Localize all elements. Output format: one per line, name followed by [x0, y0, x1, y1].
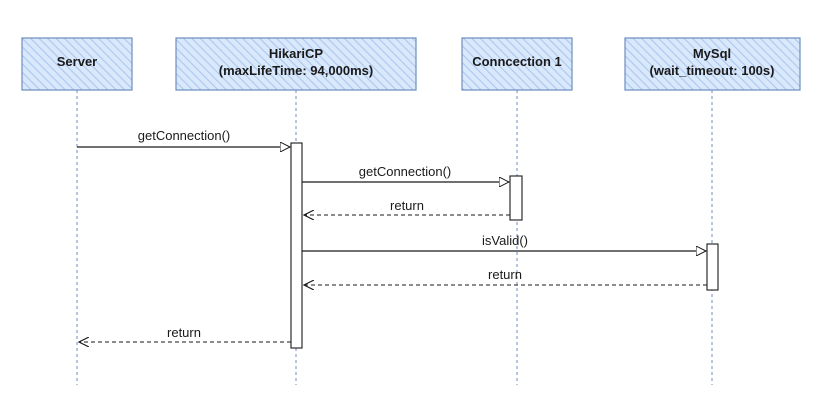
message-label: getConnection()	[359, 164, 452, 179]
participant-box	[175, 37, 417, 91]
participant-mysql: MySql (wait_timeout: 100s)	[624, 37, 801, 385]
participant-sublabel: (wait_timeout: 100s)	[650, 63, 775, 78]
message-mysql-return: return	[304, 267, 707, 285]
participant-box	[624, 37, 801, 91]
activation-bar-hikaricp	[290, 142, 303, 349]
message-connection1-return: return	[304, 198, 510, 215]
message-hikaricp-to-mysql: isValid()	[302, 233, 706, 251]
participant-hikaricp: HikariCP (maxLifeTime: 94,000ms)	[175, 37, 417, 385]
message-label: isValid()	[482, 233, 528, 248]
participant-label: Server	[57, 54, 97, 69]
message-server-to-hikaricp: getConnection()	[77, 128, 290, 147]
participant-label: HikariCP	[269, 46, 324, 61]
activation-bar-connection1	[509, 175, 523, 221]
message-label: return	[488, 267, 522, 282]
message-label: getConnection()	[138, 128, 231, 143]
activation-bar-mysql	[706, 243, 719, 291]
message-label: return	[167, 325, 201, 340]
participant-box	[21, 37, 133, 91]
message-hikaricp-return: return	[79, 325, 291, 342]
participant-label: MySql	[693, 46, 731, 61]
participant-label: Conncection 1	[472, 54, 562, 69]
participant-box	[461, 37, 573, 91]
message-label: return	[390, 198, 424, 213]
participant-connection1: Conncection 1	[461, 37, 573, 385]
participant-sublabel: (maxLifeTime: 94,000ms)	[219, 63, 373, 78]
participant-server: Server	[21, 37, 133, 385]
message-hikaricp-to-connection1: getConnection()	[302, 164, 509, 182]
